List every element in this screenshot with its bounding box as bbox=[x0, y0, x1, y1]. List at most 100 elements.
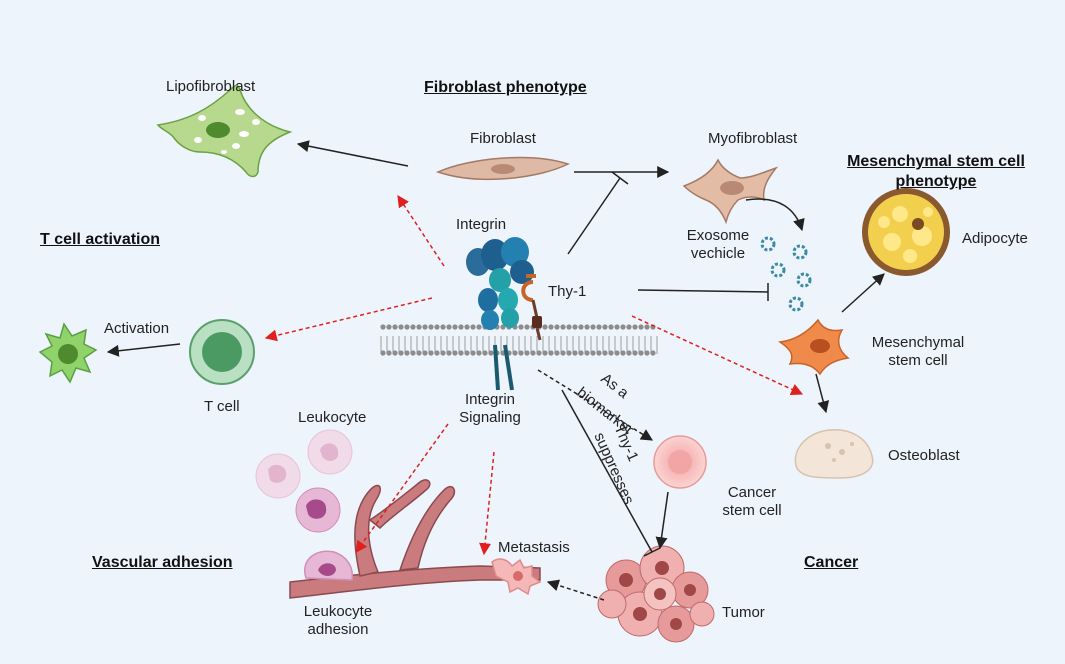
label-integrin-signaling-line1: Integrin bbox=[464, 391, 516, 408]
label-fibroblast: Fibroblast bbox=[470, 130, 536, 147]
lipid-head bbox=[548, 350, 554, 356]
label-activation: Activation bbox=[104, 320, 170, 337]
inhibition-lines bbox=[561, 171, 769, 557]
heading-t-cell-activation: T cell activation bbox=[40, 231, 161, 248]
lipid-head bbox=[554, 350, 560, 356]
lipid-head bbox=[440, 350, 446, 356]
lipid-head bbox=[446, 350, 452, 356]
lipid-head bbox=[584, 324, 590, 330]
lipid-head bbox=[398, 350, 404, 356]
lipid-head bbox=[542, 324, 548, 330]
lipid-head bbox=[608, 324, 614, 330]
lipid-head bbox=[614, 324, 620, 330]
lipid-head bbox=[446, 324, 452, 330]
label-exosome-line2: vechicle bbox=[690, 245, 746, 262]
lipid-head bbox=[452, 324, 458, 330]
label-leukocyte-adhesion-line1: Leukocyte bbox=[303, 603, 373, 620]
lipid-head bbox=[476, 324, 482, 330]
lipid-head bbox=[536, 350, 542, 356]
lipid-head bbox=[434, 350, 440, 356]
lipid-head bbox=[458, 350, 464, 356]
thy1-protein bbox=[521, 274, 542, 341]
lipid-head bbox=[644, 324, 650, 330]
lipid-head bbox=[548, 324, 554, 330]
myofibroblast-cell bbox=[682, 158, 779, 225]
lipid-head bbox=[428, 350, 434, 356]
osteoblast-cell bbox=[794, 429, 874, 479]
lipid-head bbox=[398, 324, 404, 330]
heading-fibroblast-phenotype: Fibroblast phenotype bbox=[424, 79, 587, 96]
tumor-cluster bbox=[597, 545, 715, 643]
lipid-head bbox=[602, 350, 608, 356]
label-metastasis: Metastasis bbox=[498, 539, 570, 556]
lipid-head bbox=[596, 350, 602, 356]
red-dashed-arrows bbox=[264, 194, 804, 556]
lipid-head bbox=[434, 324, 440, 330]
lipid-head bbox=[428, 324, 434, 330]
lipid-head bbox=[476, 350, 482, 356]
lipid-head bbox=[410, 350, 416, 356]
lipid-head bbox=[632, 350, 638, 356]
lipid-head bbox=[386, 324, 392, 330]
label-leukocyte: Leukocyte bbox=[298, 409, 367, 426]
lipid-head bbox=[608, 350, 614, 356]
activated-t-cell bbox=[38, 322, 98, 384]
lipid-head bbox=[524, 324, 530, 330]
lipid-head bbox=[596, 324, 602, 330]
lipid-head bbox=[482, 350, 488, 356]
lipid-head bbox=[572, 324, 578, 330]
label-integrin-signaling-line2: Signaling bbox=[459, 409, 521, 426]
adhering-leukocyte bbox=[303, 550, 354, 581]
label-myofibroblast: Myofibroblast bbox=[708, 130, 798, 147]
lipid-head bbox=[464, 350, 470, 356]
lipid-head bbox=[560, 324, 566, 330]
lipid-head bbox=[614, 350, 620, 356]
label-cancer-stem-cell: Cancer stem cell bbox=[712, 484, 792, 520]
label-tumor: Tumor bbox=[722, 604, 765, 621]
lipid-head bbox=[404, 324, 410, 330]
label-leukocyte-adhesion: Leukocyte adhesion bbox=[296, 603, 380, 639]
lipid-head bbox=[644, 350, 650, 356]
integrin-protein bbox=[466, 237, 534, 391]
lipid-head bbox=[638, 324, 644, 330]
label-thy1: Thy-1 bbox=[548, 283, 587, 300]
lipofibroblast-cell bbox=[156, 84, 293, 178]
label-adipocyte: Adipocyte bbox=[962, 230, 1028, 247]
lipid-head bbox=[422, 350, 428, 356]
lipid-head bbox=[416, 324, 422, 330]
lipid-head bbox=[410, 324, 416, 330]
lipid-head bbox=[602, 324, 608, 330]
adipocyte-cell bbox=[862, 188, 950, 276]
lipid-head bbox=[470, 350, 476, 356]
lipid-head bbox=[542, 350, 548, 356]
lipid-head bbox=[530, 350, 536, 356]
lipid-head bbox=[518, 350, 524, 356]
lipid-head bbox=[620, 324, 626, 330]
t-cell bbox=[189, 319, 255, 385]
leukocytes bbox=[255, 429, 353, 533]
lipid-head bbox=[632, 324, 638, 330]
label-t-cell: T cell bbox=[204, 398, 240, 415]
lipid-head bbox=[470, 324, 476, 330]
blood-vessel bbox=[289, 479, 541, 599]
label-cancer-stem-line2: stem cell bbox=[722, 502, 782, 519]
heading-msc-phenotype-line2: phenotype bbox=[895, 173, 977, 190]
heading-cancer: Cancer bbox=[804, 554, 859, 571]
lipid-head bbox=[554, 324, 560, 330]
lipid-head bbox=[488, 350, 494, 356]
label-mesenchymal-line1: Mesenchymal bbox=[871, 334, 965, 351]
lipid-head bbox=[650, 350, 656, 356]
label-leukocyte-adhesion-line2: adhesion bbox=[307, 621, 369, 638]
label-osteoblast: Osteoblast bbox=[888, 447, 960, 464]
lipid-head bbox=[638, 350, 644, 356]
lipid-head bbox=[620, 350, 626, 356]
label-integrin-signaling: Integrin Signaling bbox=[448, 391, 532, 427]
lipid-head bbox=[566, 350, 572, 356]
exosome-vesicles bbox=[760, 236, 812, 312]
label-lipofibroblast: Lipofibroblast bbox=[166, 78, 256, 95]
lipid-head bbox=[626, 350, 632, 356]
label-exosome-vechicle: Exosome vechicle bbox=[680, 227, 756, 263]
label-mesenchymal-line2: stem cell bbox=[888, 352, 948, 369]
lipid-head bbox=[416, 350, 422, 356]
